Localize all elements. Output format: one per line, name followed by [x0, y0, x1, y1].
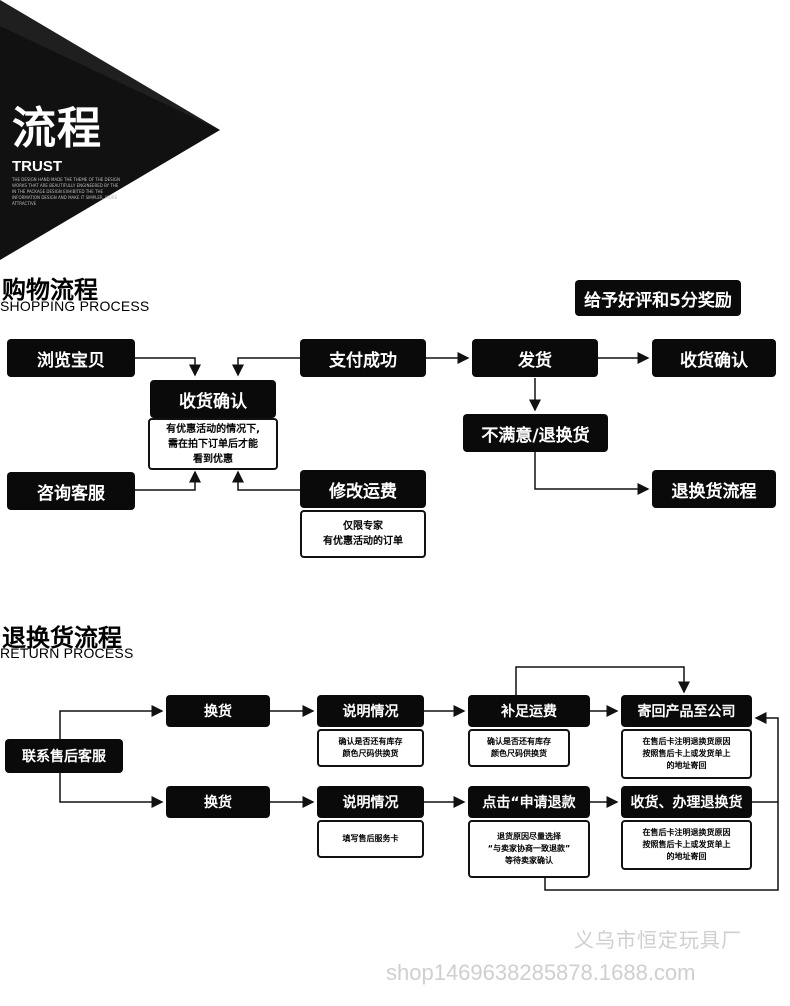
receive-confirm-note: 有优惠活动的情况下, 需在拍下订单后才能 看到优惠 [148, 418, 278, 470]
watermark-shop-url: shop1469638285878.1688.com [386, 960, 696, 985]
return-flow-box: 退换货流程 [652, 470, 776, 508]
explain-box-2: 说明情况 [317, 786, 424, 818]
shopping-section-subtitle: SHOPPING PROCESS [0, 298, 150, 314]
header-title: 流程 [12, 103, 102, 154]
apply-refund-box: 点击“申请退款 [468, 786, 590, 818]
pay-success-box: 支付成功 [300, 339, 426, 377]
header-triangle [0, 0, 220, 260]
modify-shipping-box: 修改运费 [300, 470, 426, 508]
header-subtitle: TRUST [12, 158, 62, 175]
supplement-shipping-note: 确认是否还有库存 颜色尺码供换货 [468, 729, 570, 767]
receive-confirm-box: 收货确认 [150, 380, 276, 418]
explain-note-1: 确认是否还有库存 颜色尺码供换货 [317, 729, 424, 767]
consult-box: 咨询客服 [7, 472, 135, 510]
supplement-shipping-box: 补足运费 [468, 695, 590, 727]
receive-refund-box: 收货、办理退换货 [621, 786, 752, 818]
exchange-box-1: 换货 [166, 695, 270, 727]
receive-refund-note: 在售后卡注明退换货原因 按照售后卡上或发货单上 的地址寄回 [621, 820, 752, 870]
explain-note-2: 填写售后服务卡 [317, 820, 424, 858]
shopping-section-title: 购物流程 [2, 276, 98, 304]
return-section-subtitle: RETURN PROCESS [0, 645, 134, 661]
unsatisfied-box: 不满意/退换货 [463, 414, 608, 452]
return-section-title: 退换货流程 [2, 624, 122, 652]
send-back-box: 寄回产品至公司 [621, 695, 752, 727]
browse-box: 浏览宝贝 [7, 339, 135, 377]
exchange-box-2: 换货 [166, 786, 270, 818]
send-back-note: 在售后卡注明退换货原因 按照售后卡上或发货单上 的地址寄回 [621, 729, 752, 779]
apply-refund-note: 退货原因尽量选择 “与卖家协商一致退款” 等待卖家确认 [468, 820, 590, 878]
explain-box-1: 说明情况 [317, 695, 424, 727]
watermark-company: 义乌市恒定玩具厂 [574, 928, 742, 952]
receipt-confirm-box: 收货确认 [652, 339, 776, 377]
ship-box: 发货 [472, 339, 598, 377]
modify-shipping-note: 仅限专家 有优惠活动的订单 [300, 510, 426, 558]
review-reward-box: 给予好评和5分奖励 [575, 280, 741, 316]
contact-service-box: 联系售后客服 [5, 739, 123, 773]
header-small-text: THE DESIGN HAND MADE THE THEME OF THE DE… [12, 177, 120, 206]
